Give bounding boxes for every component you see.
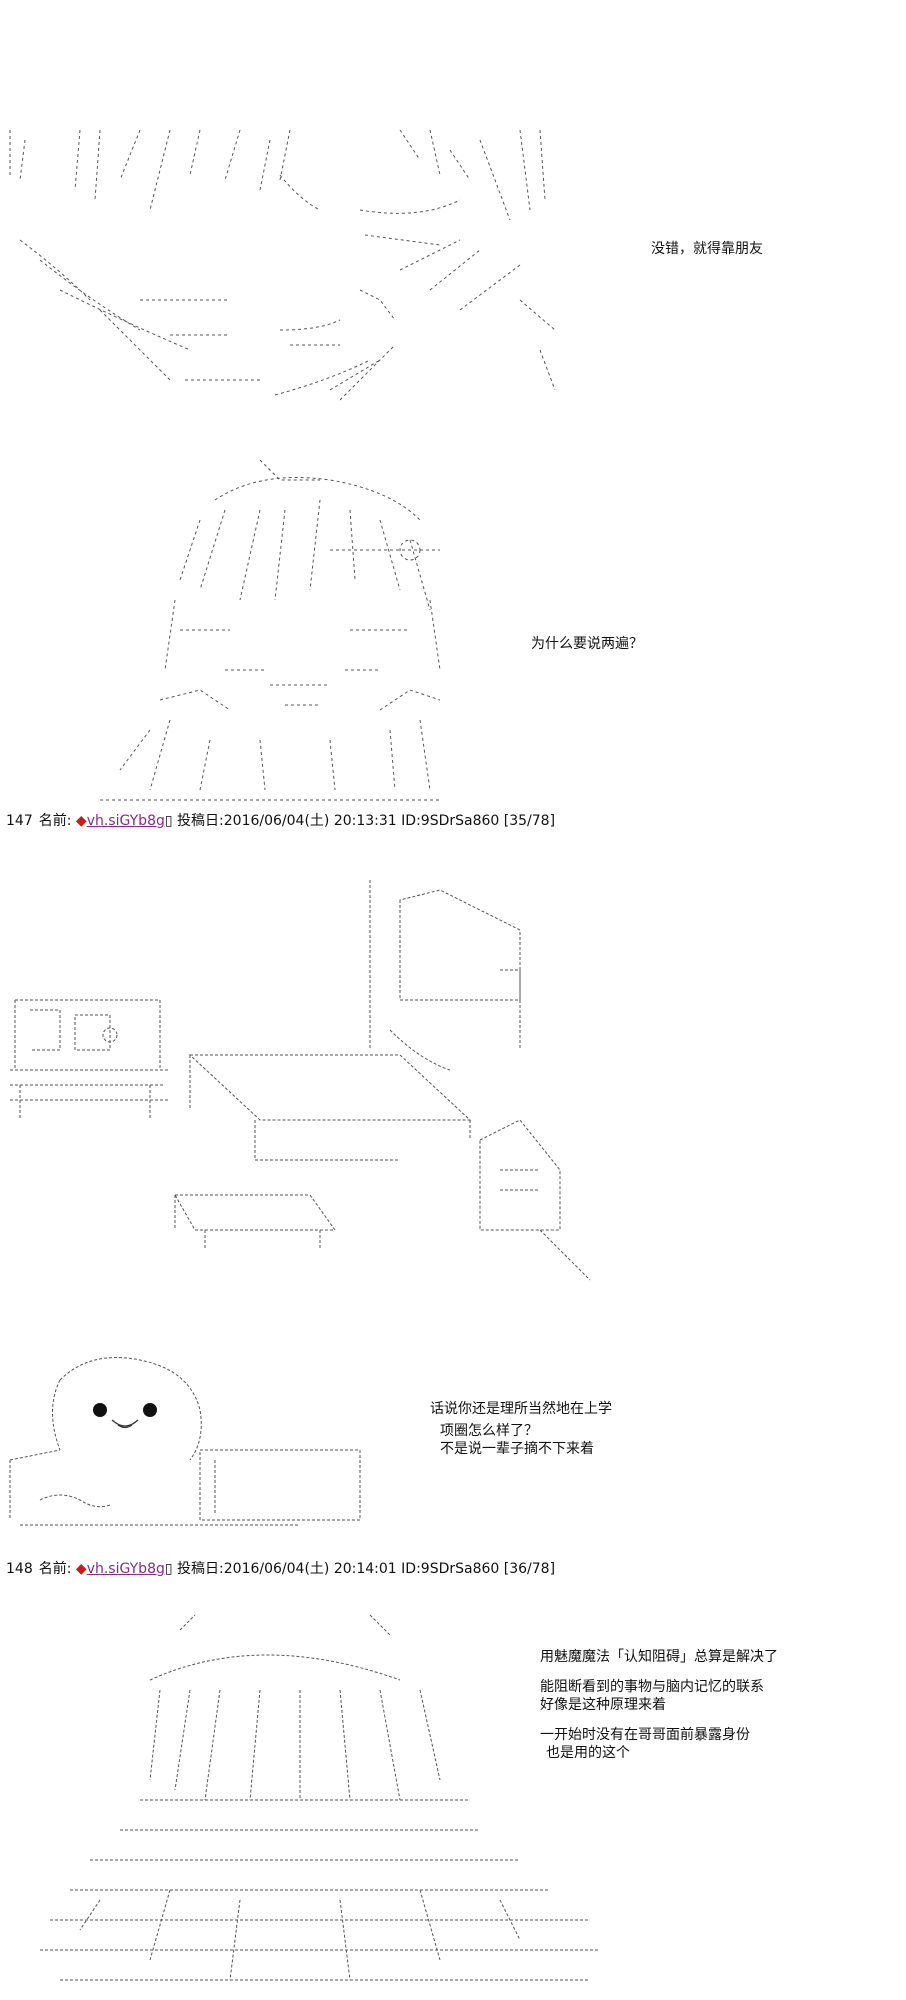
post-date: 2016/06/04(土) 20:13:31 (223, 813, 397, 829)
ascii-art-creature (9, 1357, 361, 1526)
panel-1: 没错，就得靠朋友 (0, 0, 906, 430)
caption-line: 好像是这种原理来着 (540, 1697, 666, 1713)
caption-line: 也是用的这个 (546, 1745, 630, 1761)
caption-line: 用魅魔魔法「认知阻碍」总算是解决了 (540, 1649, 778, 1665)
post-date: 2016/06/04(土) 20:14:01 (223, 1561, 397, 1577)
box-mark: ▯ (164, 1561, 173, 1577)
post-number: 148 (6, 1561, 33, 1577)
trip-diamond-icon: ◆ (75, 813, 87, 829)
author-trip-link[interactable]: vh.siGYb8g (86, 813, 165, 829)
ascii-art-character (40, 1614, 600, 1981)
caption-line: 为什么要说两遍？ (531, 636, 643, 652)
post-counter: [36/78] (503, 1561, 556, 1577)
caption-line: 没错，就得靠朋友 (651, 241, 763, 257)
ascii-art-room (10, 880, 591, 1281)
post-counter: [35/78] (503, 813, 556, 829)
post-id: ID:9SDrSa860 (401, 813, 500, 829)
post-id: ID:9SDrSa860 (401, 1561, 500, 1577)
panel-2: 为什么要说两遍？ (0, 440, 906, 810)
trip-diamond-icon: ◆ (75, 1561, 87, 1577)
caption-line: 话说你还是理所当然地在上学 (430, 1401, 612, 1417)
caption-line: 一开始时没有在哥哥面前暴露身份 (540, 1727, 750, 1743)
caption-line: 能阻断看到的事物与脑内记忆的联系 (540, 1679, 764, 1695)
post-header: 147 名前: ◆vh.siGYb8g▯ 投稿日:2016/06/04(土) 20… (6, 812, 555, 830)
name-label: 名前: (38, 813, 72, 829)
author-trip-link[interactable]: vh.siGYb8g (86, 1561, 165, 1577)
panel-3 (0, 840, 906, 1310)
posted-label: 投稿日: (177, 813, 224, 829)
panel-5: 用魅魔魔法「认知阻碍」总算是解决了 能阻断看到的事物与脑内记忆的联系 好像是这种… (0, 1600, 906, 2000)
caption-line: 项圈怎么样了？ (440, 1423, 538, 1439)
caption-line: 不是说一辈子摘不下来着 (440, 1441, 594, 1457)
box-mark: ▯ (164, 813, 173, 829)
panel-4: 话说你还是理所当然地在上学 项圈怎么样了？ 不是说一辈子摘不下来着 (0, 1350, 906, 1550)
posted-label: 投稿日: (177, 1561, 224, 1577)
ascii-art-girl-glasses (100, 459, 441, 801)
name-label: 名前: (38, 1561, 72, 1577)
post-number: 147 (6, 813, 33, 829)
ascii-art-hands (9, 129, 556, 401)
post-header: 148 名前: ◆vh.siGYb8g▯ 投稿日:2016/06/04(土) 20… (6, 1560, 555, 1578)
